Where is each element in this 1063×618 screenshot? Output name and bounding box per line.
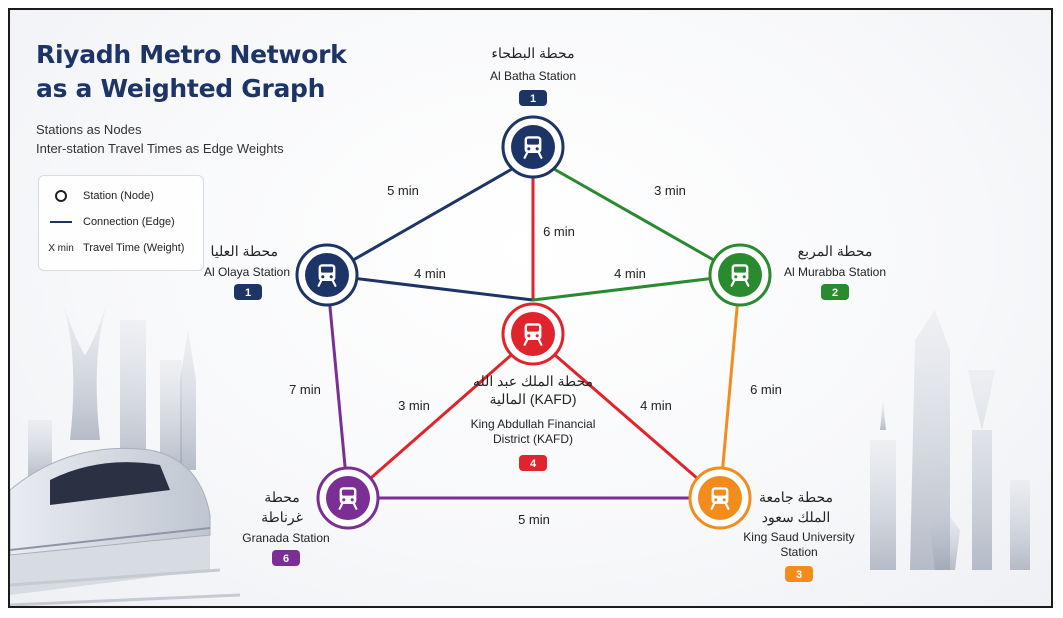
station-badge-number: 1 bbox=[245, 287, 251, 299]
legend-connection-label: Connection (Edge) bbox=[83, 216, 175, 228]
weight-olaya-kafd: 4 min bbox=[414, 266, 446, 281]
station-name-ar: محطة المربع bbox=[798, 243, 873, 260]
legend-row-weight: X min Travel Time (Weight) bbox=[39, 238, 184, 258]
station-badge bbox=[785, 566, 813, 582]
station-badge-number: 2 bbox=[832, 287, 838, 299]
diagram-title: Riyadh Metro Network as a Weighted Graph bbox=[36, 38, 347, 106]
station-node-granada bbox=[316, 466, 380, 530]
left-skyline bbox=[28, 295, 196, 480]
edge-kafd-murabba bbox=[531, 273, 742, 302]
station-badge-number: 1 bbox=[530, 93, 536, 105]
station-badge-number: 6 bbox=[283, 553, 289, 565]
legend: Station (Node) Connection (Edge) X min T… bbox=[38, 175, 204, 271]
diagram-frame: Riyadh Metro Network as a Weighted Graph… bbox=[8, 8, 1053, 608]
label-granada: محطة غرناطة Granada Station 6 bbox=[242, 489, 330, 566]
station-badge bbox=[272, 550, 300, 566]
label-olaya: محطة العليا Al Olaya Station 1 bbox=[204, 243, 290, 300]
legend-station-label: Station (Node) bbox=[83, 190, 154, 202]
edge-kafd-granada bbox=[346, 334, 535, 500]
weight-batha-kafd: 6 min bbox=[543, 224, 575, 239]
station-name-ar-line1: محطة bbox=[264, 489, 300, 505]
edges bbox=[325, 155, 742, 500]
weight-murabba-ksu: 6 min bbox=[750, 382, 782, 397]
metro-graph: 5 min 3 min 6 min 4 min 4 min 7 min 3 mi… bbox=[204, 45, 886, 582]
station-badge bbox=[519, 455, 547, 471]
station-name-en: Granada Station bbox=[242, 531, 329, 545]
title-line-2: as a Weighted Graph bbox=[36, 74, 326, 103]
title-line-1: Riyadh Metro Network bbox=[36, 40, 347, 69]
station-name-en-line2: District (KAFD) bbox=[493, 432, 573, 446]
station-name-en: Al Batha Station bbox=[490, 69, 576, 83]
edge-batha-olaya bbox=[325, 155, 535, 277]
station-name-en-line1: King Abdullah Financial bbox=[471, 417, 596, 431]
edge-olaya-granada bbox=[325, 273, 350, 500]
right-skyline bbox=[870, 310, 1030, 570]
station-name-en-line1: King Saud University bbox=[743, 530, 854, 544]
station-node-ksu bbox=[688, 466, 752, 530]
node-circle-icon bbox=[39, 190, 83, 202]
label-murabba: محطة المربع Al Murabba Station 2 bbox=[784, 243, 886, 300]
station-name-ar-line2: الملك سعود bbox=[762, 509, 831, 526]
edge-batha-murabba bbox=[531, 155, 742, 277]
edge-kafd-ksu bbox=[531, 334, 722, 500]
station-name-en: Al Murabba Station bbox=[784, 265, 886, 279]
station-name-ar: محطة العليا bbox=[211, 243, 278, 259]
subtitle-nodes: Stations as Nodes bbox=[36, 122, 142, 137]
edge-olaya-kafd bbox=[325, 273, 535, 302]
weight-batha-murabba: 3 min bbox=[654, 183, 686, 198]
station-badge-number: 4 bbox=[530, 458, 537, 470]
label-batha: محطة البطحاء Al Batha Station 1 bbox=[490, 45, 576, 106]
weight-kafd-ksu: 4 min bbox=[640, 398, 672, 413]
station-name-ar: محطة البطحاء bbox=[491, 45, 574, 61]
station-badge bbox=[519, 90, 547, 106]
station-name-en: Al Olaya Station bbox=[204, 265, 290, 279]
edge-line-icon bbox=[39, 221, 83, 223]
station-name-en-line2: Station bbox=[780, 545, 817, 559]
label-kafd: محطة الملك عبد الله المالية (KAFD) King … bbox=[471, 373, 596, 471]
weight-kafd-granada: 3 min bbox=[398, 398, 430, 413]
edge-weights: 5 min 3 min 6 min 4 min 4 min 7 min 3 mi… bbox=[289, 183, 782, 527]
weight-batha-olaya: 5 min bbox=[387, 183, 419, 198]
station-name-ar-line2: غرناطة bbox=[261, 509, 303, 526]
weight-olaya-granada: 7 min bbox=[289, 382, 321, 397]
edge-murabba-ksu bbox=[718, 273, 742, 500]
station-name-ar-line1: محطة جامعة bbox=[759, 489, 833, 505]
station-name-ar-line2: المالية (KAFD) bbox=[489, 391, 576, 407]
station-node-kafd bbox=[501, 302, 565, 366]
weight-kafd-murabba: 4 min bbox=[614, 266, 646, 281]
background-illustration bbox=[10, 295, 1030, 606]
legend-row-station: Station (Node) bbox=[39, 186, 154, 206]
station-badge bbox=[234, 284, 262, 300]
station-badge bbox=[821, 284, 849, 300]
train-illustration bbox=[10, 447, 241, 606]
station-node-batha bbox=[501, 115, 565, 179]
weight-granada-ksu: 5 min bbox=[518, 512, 550, 527]
station-node-olaya bbox=[295, 243, 359, 307]
station-node-murabba bbox=[708, 243, 772, 307]
label-ksu: محطة جامعة الملك سعود King Saud Universi… bbox=[743, 489, 855, 582]
subtitle-weights: Inter-station Travel Times as Edge Weigh… bbox=[36, 141, 284, 156]
legend-weight-label: Travel Time (Weight) bbox=[83, 242, 185, 254]
legend-row-connection: Connection (Edge) bbox=[39, 212, 175, 232]
legend-weight-symbol: X min bbox=[48, 242, 74, 254]
station-badge-number: 3 bbox=[796, 569, 802, 581]
station-name-ar-line1: محطة الملك عبد الله bbox=[473, 373, 593, 389]
